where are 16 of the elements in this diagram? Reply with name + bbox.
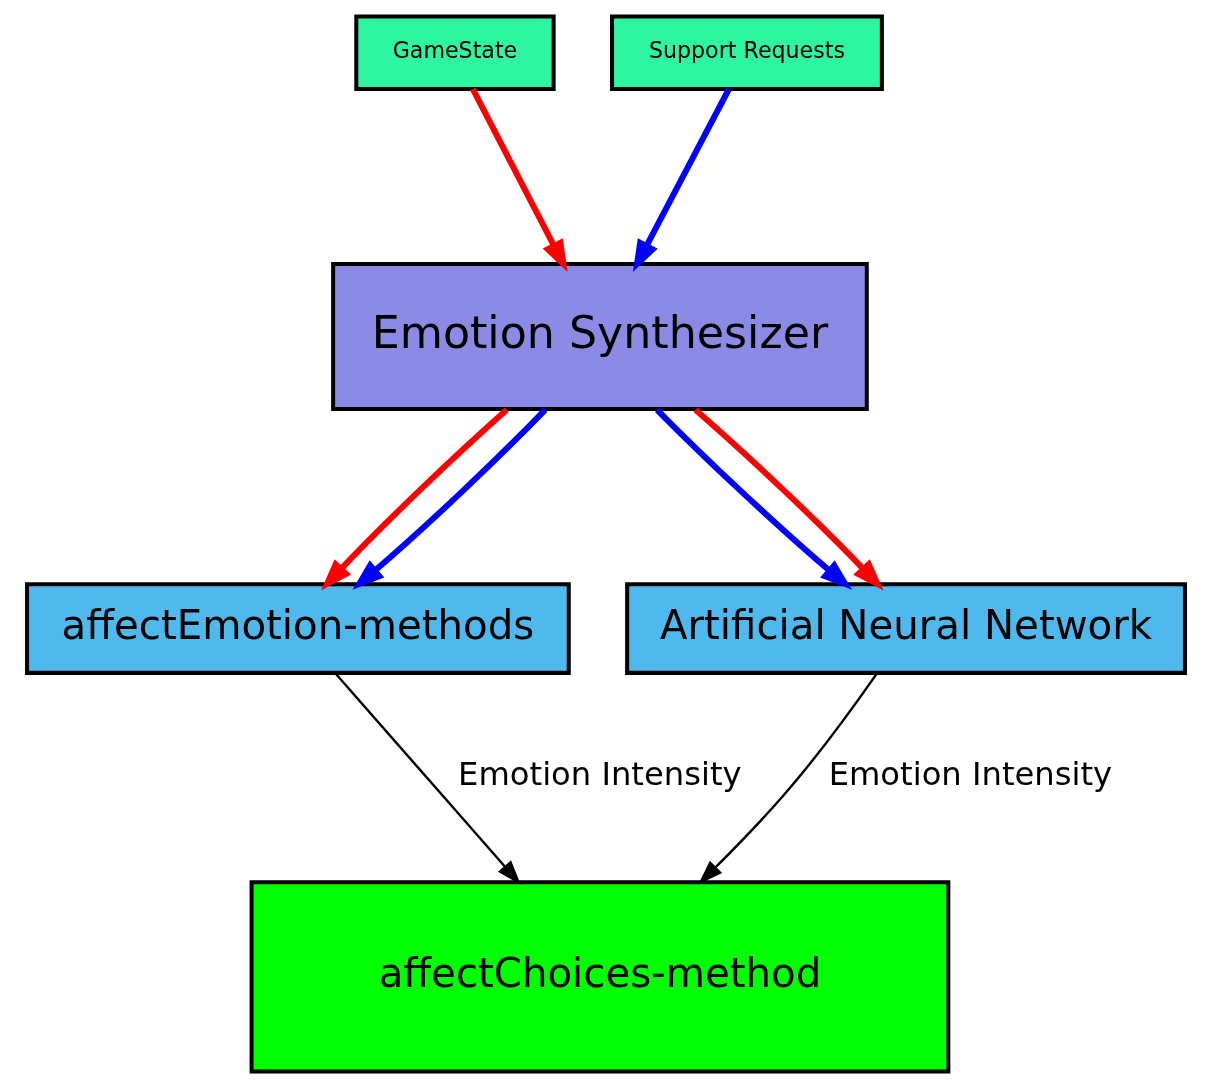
node-box: affectEmotion-methods [24, 582, 571, 675]
node-box: affectChoices-method [249, 880, 950, 1074]
arrow [697, 672, 878, 885]
arrow [351, 407, 547, 590]
node-box: Support Requests [609, 14, 884, 91]
node-box: Artificial Neural Network [624, 582, 1187, 675]
node-box: GameState [353, 14, 556, 91]
edge-label: Emotion Intensity [828, 755, 1112, 794]
arrow [632, 87, 732, 273]
arrow [334, 672, 521, 885]
arrow [654, 407, 852, 590]
arrow [320, 407, 509, 591]
edge-label: Emotion Intensity [457, 755, 742, 794]
node-box: Emotion Synthesizer [330, 262, 869, 412]
arrow [469, 87, 568, 273]
arrow [692, 407, 884, 591]
